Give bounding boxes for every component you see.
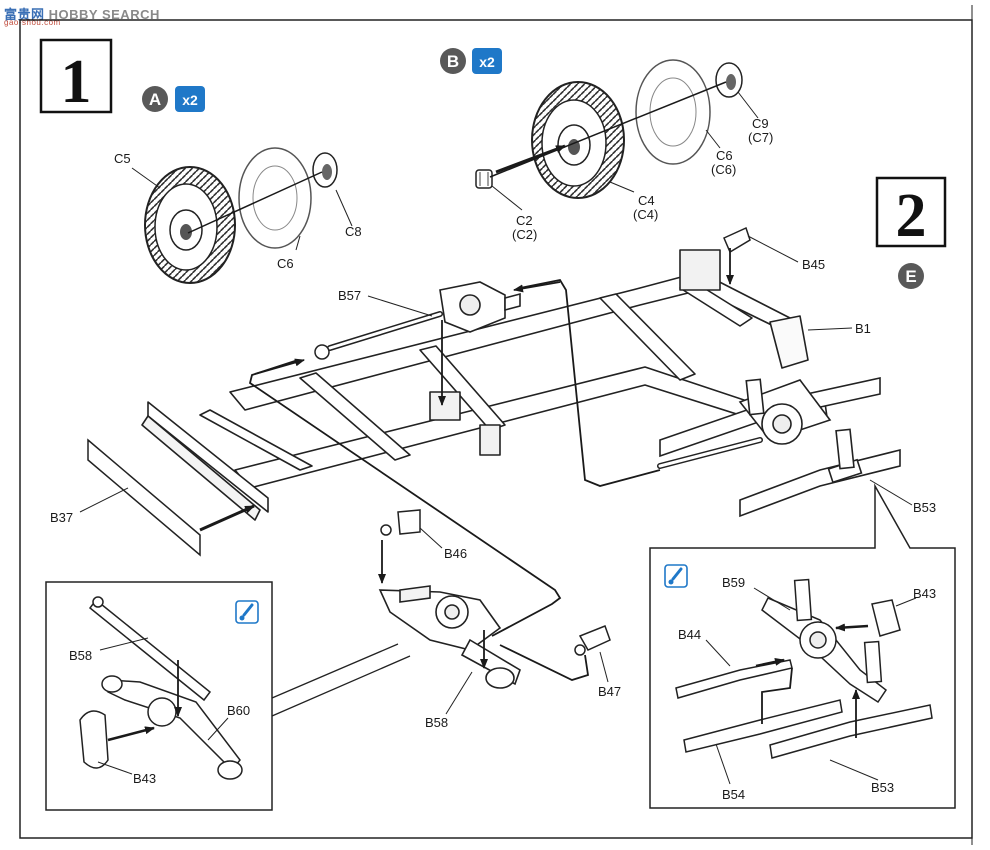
label-inset-left-b60: B60 xyxy=(227,703,250,718)
watermark-cn: 富贵网 xyxy=(4,7,45,22)
arrow-inset-right-b44 xyxy=(755,657,785,668)
variant-b-letter: B xyxy=(447,52,459,71)
label-c4-alt: (C4) xyxy=(633,207,658,222)
step-2-box: 2 xyxy=(875,176,947,250)
rear-axle-b53 xyxy=(659,377,901,518)
label-inset-right-b53: B53 xyxy=(871,780,894,795)
label-inset-left-b43: B43 xyxy=(133,771,156,786)
arrow-c2-to-wheel xyxy=(495,144,566,174)
label-c6-left: C6 xyxy=(277,256,294,271)
label-b37: B37 xyxy=(50,510,73,525)
paint-brush-icon xyxy=(671,567,683,581)
bracket-b46 xyxy=(380,509,421,536)
variant-e-badge: E xyxy=(898,263,924,289)
variant-a-badge: A x2 xyxy=(142,86,205,112)
label-c6-right: C6 xyxy=(716,148,733,163)
paint-badge-right xyxy=(664,564,688,588)
step-1-box: 1 xyxy=(39,38,113,116)
paint-badge-left xyxy=(235,600,259,624)
label-b45: B45 xyxy=(802,257,825,272)
route-rear-axle-to-frame xyxy=(519,278,661,487)
label-c7: (C7) xyxy=(748,130,773,145)
label-c4: C4 xyxy=(638,193,655,208)
label-c8: C8 xyxy=(345,224,362,239)
inset-left xyxy=(45,581,411,811)
label-c2-alt: (C2) xyxy=(512,227,537,242)
tire-c6-right xyxy=(635,59,711,165)
step-2-number: 2 xyxy=(896,182,927,250)
bumper-panel-b37 xyxy=(87,438,201,557)
label-inset-right-b54: B54 xyxy=(722,787,745,802)
arrow-rear-route-head xyxy=(513,281,561,293)
label-c9: C9 xyxy=(752,116,769,131)
front-axle-assembly xyxy=(378,585,521,689)
axle-line-left xyxy=(187,171,323,234)
arrow-inset-right-b43 xyxy=(835,623,869,632)
step-1-number: 1 xyxy=(61,48,92,116)
transfer-case-b57 xyxy=(439,281,521,333)
label-c6-right-alt: (C6) xyxy=(711,162,736,177)
label-b57: B57 xyxy=(338,288,361,303)
variant-a-letter: A xyxy=(149,90,161,109)
leader-lines xyxy=(79,91,917,785)
rear-driveshaft-inner xyxy=(658,438,762,468)
paint-brush-icon xyxy=(242,603,254,617)
label-b47: B47 xyxy=(598,684,621,699)
arrow-inset-left-b43 xyxy=(107,726,155,742)
label-inset-right-b43: B43 xyxy=(913,586,936,601)
hubcap-c2 xyxy=(475,169,493,189)
tire-c6-left xyxy=(238,147,312,249)
label-inset-right-b59: B59 xyxy=(722,575,745,590)
label-b1: B1 xyxy=(855,321,871,336)
watermark-en: HOBBY SEARCH xyxy=(48,7,160,22)
bracket-b47 xyxy=(574,625,611,656)
variant-e-letter: E xyxy=(905,267,916,286)
variant-b-badge: B x2 xyxy=(440,48,502,74)
watermark-url: gao-shou.com xyxy=(4,18,61,27)
route-b47 xyxy=(499,644,590,681)
label-c5: C5 xyxy=(114,151,131,166)
label-inset-right-b44: B44 xyxy=(678,627,701,642)
hub-c9 xyxy=(715,62,743,98)
label-b58: B58 xyxy=(425,715,448,730)
wheel-c5 xyxy=(144,166,236,284)
route-front-axle-to-frame xyxy=(248,359,562,637)
label-b46: B46 xyxy=(444,546,467,561)
label-inset-left-b58: B58 xyxy=(69,648,92,663)
arrow-b37 xyxy=(199,504,255,532)
axle-line-right xyxy=(489,81,727,178)
variant-b-multiplier: x2 xyxy=(479,54,495,70)
hub-c8 xyxy=(312,152,338,188)
front-u-joint xyxy=(314,344,330,360)
label-b53: B53 xyxy=(913,500,936,515)
part-labels: C5 C6 C8 C9 (C7) C6 (C6) C4 (C4) C2 (C2)… xyxy=(50,116,936,802)
arrow-front-route-head xyxy=(254,358,305,375)
variant-a-multiplier: x2 xyxy=(182,92,198,108)
bracket-b45 xyxy=(723,226,751,254)
wheel-c4 xyxy=(531,81,625,199)
inset-right xyxy=(649,483,956,809)
watermark: 富贵网 HOBBY SEARCH gao-shou.com xyxy=(4,4,160,27)
route-inset-right-b54 xyxy=(761,667,793,724)
label-c2: C2 xyxy=(516,213,533,228)
front-driveshaft-inner xyxy=(328,312,442,350)
